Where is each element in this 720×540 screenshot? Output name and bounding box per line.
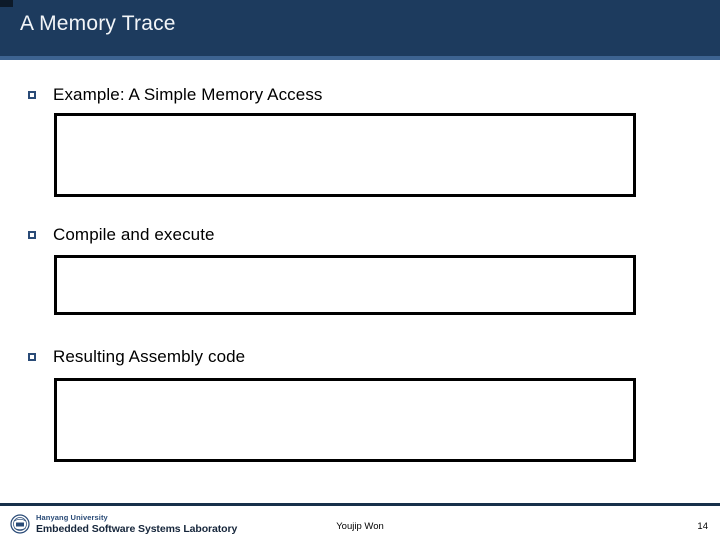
square-bullet-icon <box>28 231 36 239</box>
code-token-type-keyword: int <box>73 194 96 197</box>
code-block-c-source: int array[1000]; ... for (i = 0; i < 100… <box>54 113 636 197</box>
code-token-number: 1000 <box>148 194 178 197</box>
code-block-shell: prompt> gcc -o array array.c -Wall -o pr… <box>54 255 636 315</box>
bullet-label: Example: A Simple Memory Access <box>53 85 323 104</box>
university-seal-icon <box>10 514 30 534</box>
footer-author: Youjip Won <box>336 521 384 532</box>
bullet-item-assembly: Resulting Assembly code <box>28 347 245 367</box>
code-block-assembly: 0x1024 movl $0x0,(%edi,%eax,4) 0x1028 in… <box>54 378 636 462</box>
bullet-label: Resulting Assembly code <box>53 347 246 366</box>
slide-body: Example: A Simple Memory Access int arra… <box>0 60 720 498</box>
code-line: int array[1000]; <box>73 193 633 197</box>
footer-logo: Hanyang University Embedded Software Sys… <box>10 514 237 534</box>
slide-footer: Hanyang University Embedded Software Sys… <box>0 506 720 540</box>
code-token-plain: array[ <box>96 194 149 197</box>
slide-header: A Memory Trace <box>0 0 720 56</box>
footer-page-number: 14 <box>697 521 708 532</box>
footer-logo-text: Hanyang University Embedded Software Sys… <box>36 514 237 534</box>
bullet-item-example: Example: A Simple Memory Access <box>28 85 323 105</box>
square-bullet-icon <box>28 91 36 99</box>
header-divider <box>0 56 720 60</box>
square-bullet-icon <box>28 353 36 361</box>
bullet-label: Compile and execute <box>53 225 215 244</box>
bullet-item-compile: Compile and execute <box>28 225 215 245</box>
corner-accent-mark <box>0 0 13 7</box>
footer-divider <box>0 503 720 506</box>
page-title: A Memory Trace <box>20 12 176 35</box>
university-name: Hanyang University <box>36 513 108 522</box>
code-line: 0x1024 movl $0x0,(%edi,%eax,4) <box>73 458 633 459</box>
lab-name: Embedded Software Systems Laboratory <box>36 522 238 535</box>
code-token-plain: ]; <box>178 194 193 197</box>
